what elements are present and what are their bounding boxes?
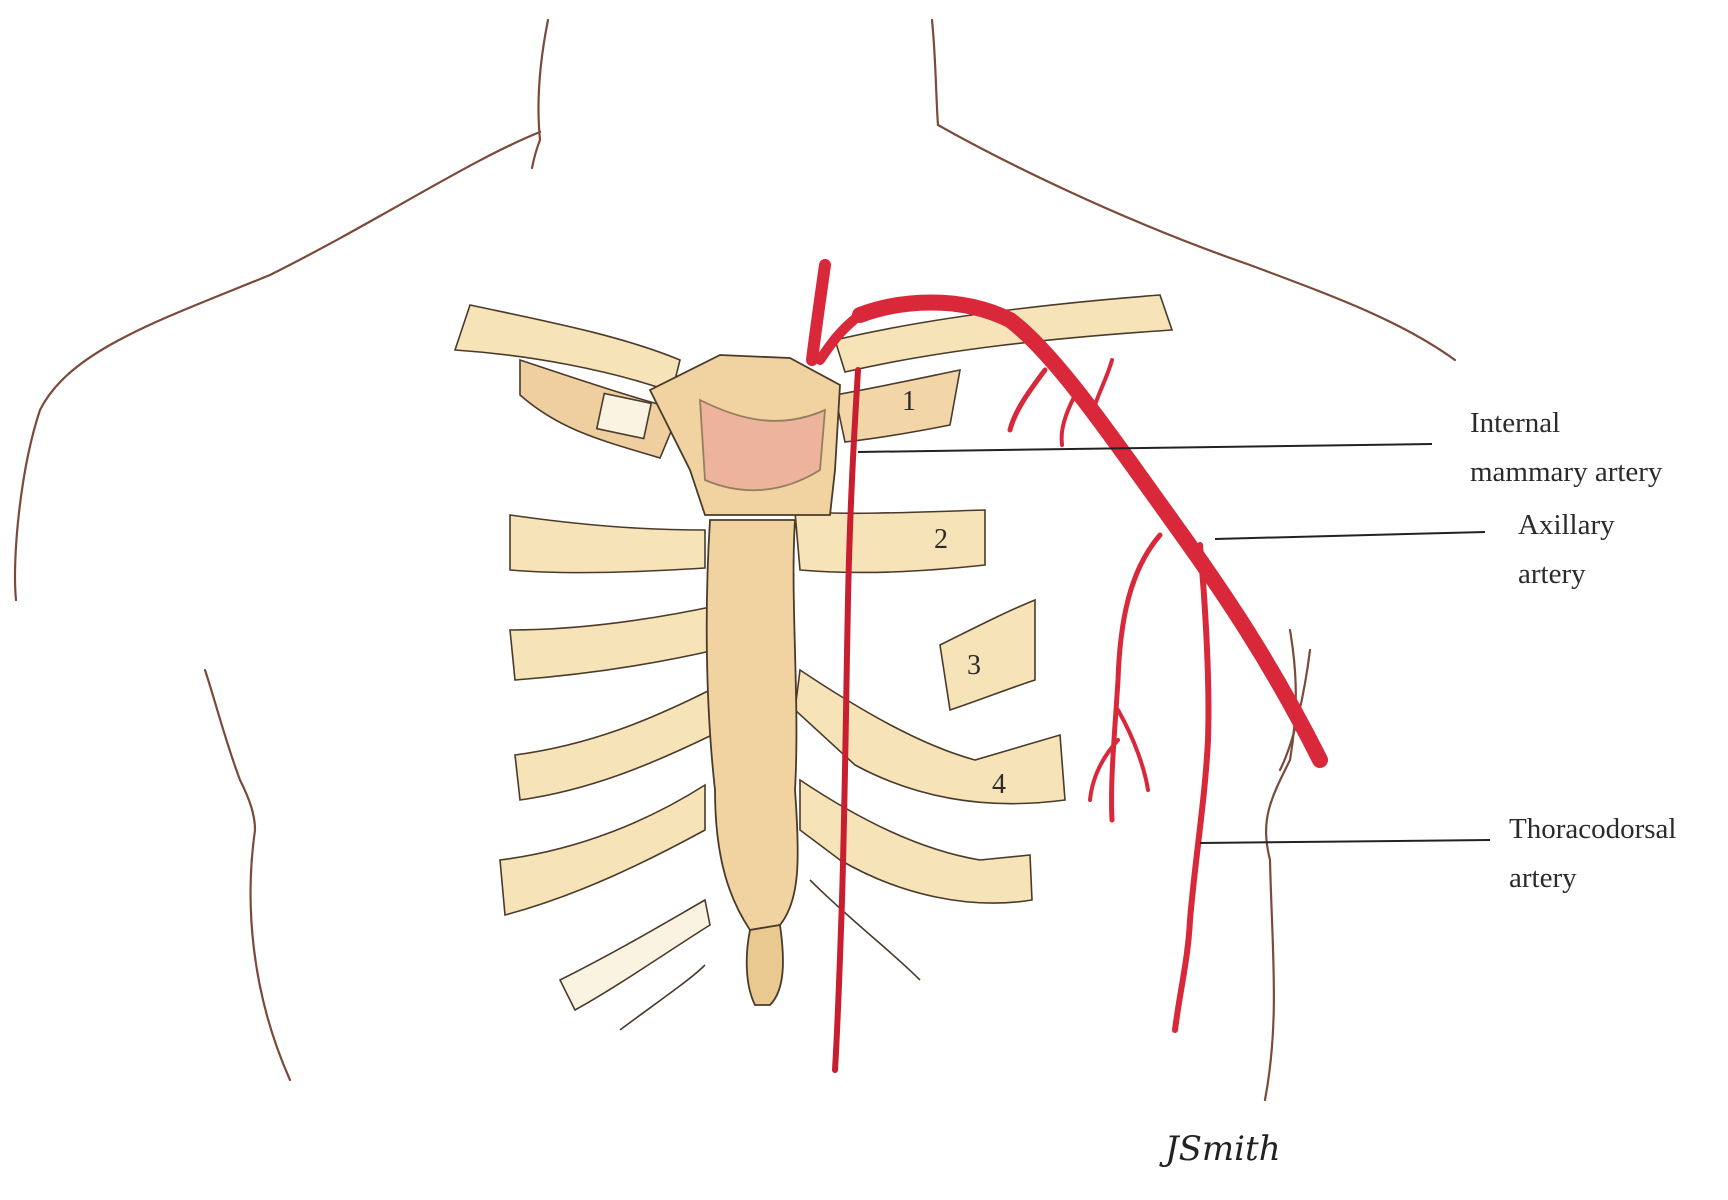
shoulder-left <box>15 132 540 600</box>
thoracodorsal-artery <box>1175 545 1208 1030</box>
axillary-branch-3 <box>1095 360 1112 405</box>
ribs-right <box>795 295 1172 980</box>
label-internal-mammary-line1: Internal <box>1470 407 1560 439</box>
label-thoracodorsal-line1: Thoracodorsal <box>1509 813 1677 845</box>
rib6-left <box>560 900 710 1010</box>
rib-number-2: 2 <box>934 524 948 555</box>
callout-labels: Internal mammary artery Axillary artery … <box>1470 407 1677 894</box>
left-flank <box>205 670 290 1080</box>
rib4-right <box>795 670 1065 804</box>
carotid <box>812 265 825 360</box>
thoracodorsal-branch-c <box>1118 710 1148 790</box>
label-internal-mammary-line2: mammary artery <box>1470 456 1663 488</box>
leader-thoracodorsal <box>1200 840 1490 843</box>
leader-internal-mammary <box>858 444 1432 452</box>
xiphoid <box>747 925 783 1005</box>
rib-number-1: 1 <box>902 386 916 417</box>
rib5-left <box>500 785 705 915</box>
rib-number-4: 4 <box>992 769 1006 800</box>
rib2-right <box>795 510 985 572</box>
rib2-left <box>510 515 705 573</box>
axillary-branch-2 <box>1062 395 1075 445</box>
rib3-left <box>510 605 720 680</box>
rib-number-3: 3 <box>967 650 981 681</box>
rib3-fragment <box>940 600 1035 710</box>
axillary-branch-1 <box>1010 370 1045 430</box>
neck-right <box>932 20 938 125</box>
artist-signature: JSmith <box>1159 1129 1281 1169</box>
sternum-body <box>707 520 798 930</box>
neck-left <box>532 20 548 168</box>
label-thoracodorsal-line2: artery <box>1509 862 1577 894</box>
label-axillary-line2: artery <box>1518 558 1586 590</box>
leader-axillary <box>1215 532 1485 539</box>
rib4-left <box>515 690 712 800</box>
thoracodorsal-branch-a <box>1112 535 1160 820</box>
rib6-right <box>810 880 920 980</box>
label-axillary-line1: Axillary <box>1518 509 1615 541</box>
